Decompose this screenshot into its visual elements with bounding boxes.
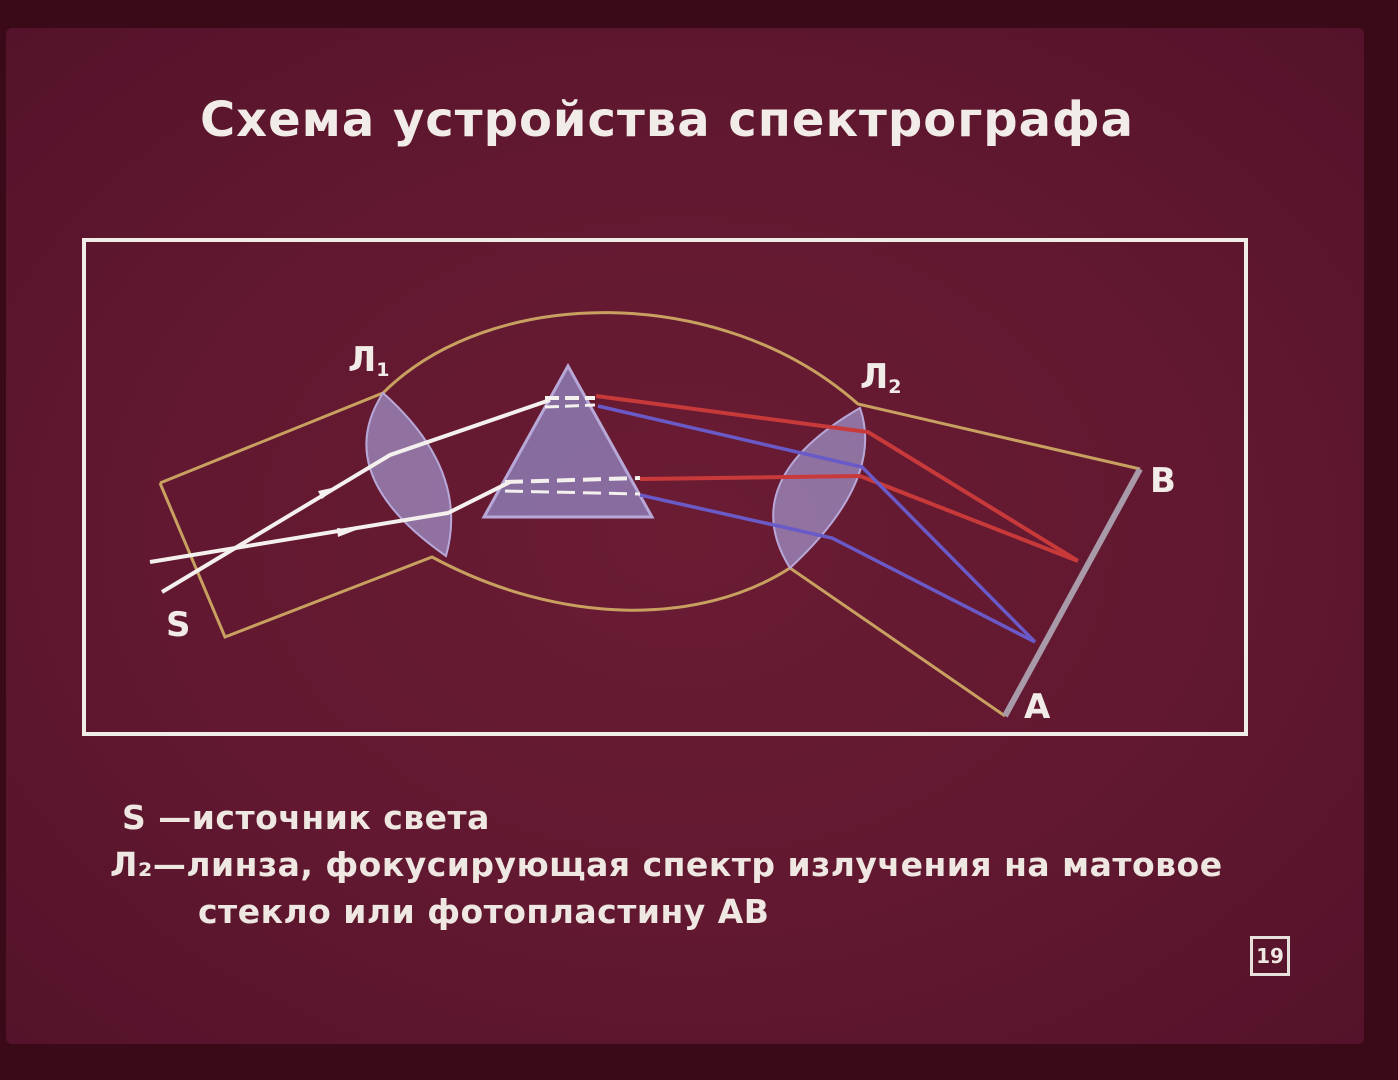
prism-dashes-lower-2 [504,489,641,496]
lens-2-shape [772,406,867,570]
white-ray-lower [149,480,511,564]
label-lens-1: Л1 [348,340,389,381]
label-source: S [166,605,191,645]
violet-ray-lower [639,493,1036,644]
slide-title: Схема устройства спектрографа [199,92,1135,148]
arrow-head-lower [337,528,356,537]
violet-ray-upper [597,404,1037,644]
caption-source: S —источник света [122,798,490,837]
page-number-badge: 19 [1250,936,1290,976]
diagram-border [82,238,1248,736]
instrument-outline-top [159,311,1141,485]
instrument-outline-bottom [158,482,1006,718]
red-ray-upper [595,394,1080,563]
prism-dashes-lower-1 [504,476,641,484]
caption-lens-2: Л₂—линза, фокусирующая спектр излучения … [110,845,1223,884]
white-ray-upper [160,398,551,594]
slide-frame [6,28,1364,1044]
label-lens-2: Л2 [860,357,901,398]
lens-1-shape [365,391,453,558]
label-plate-b: B [1150,461,1176,501]
arrow-head-upper [318,487,336,499]
caption-lens-2-continued: стекло или фотопластину АВ [198,892,770,931]
red-ray-lower [639,473,1079,563]
focal-plate-ab [1002,467,1143,718]
prism-dashes-upper-2 [544,403,596,409]
label-plate-a: A [1024,687,1051,727]
